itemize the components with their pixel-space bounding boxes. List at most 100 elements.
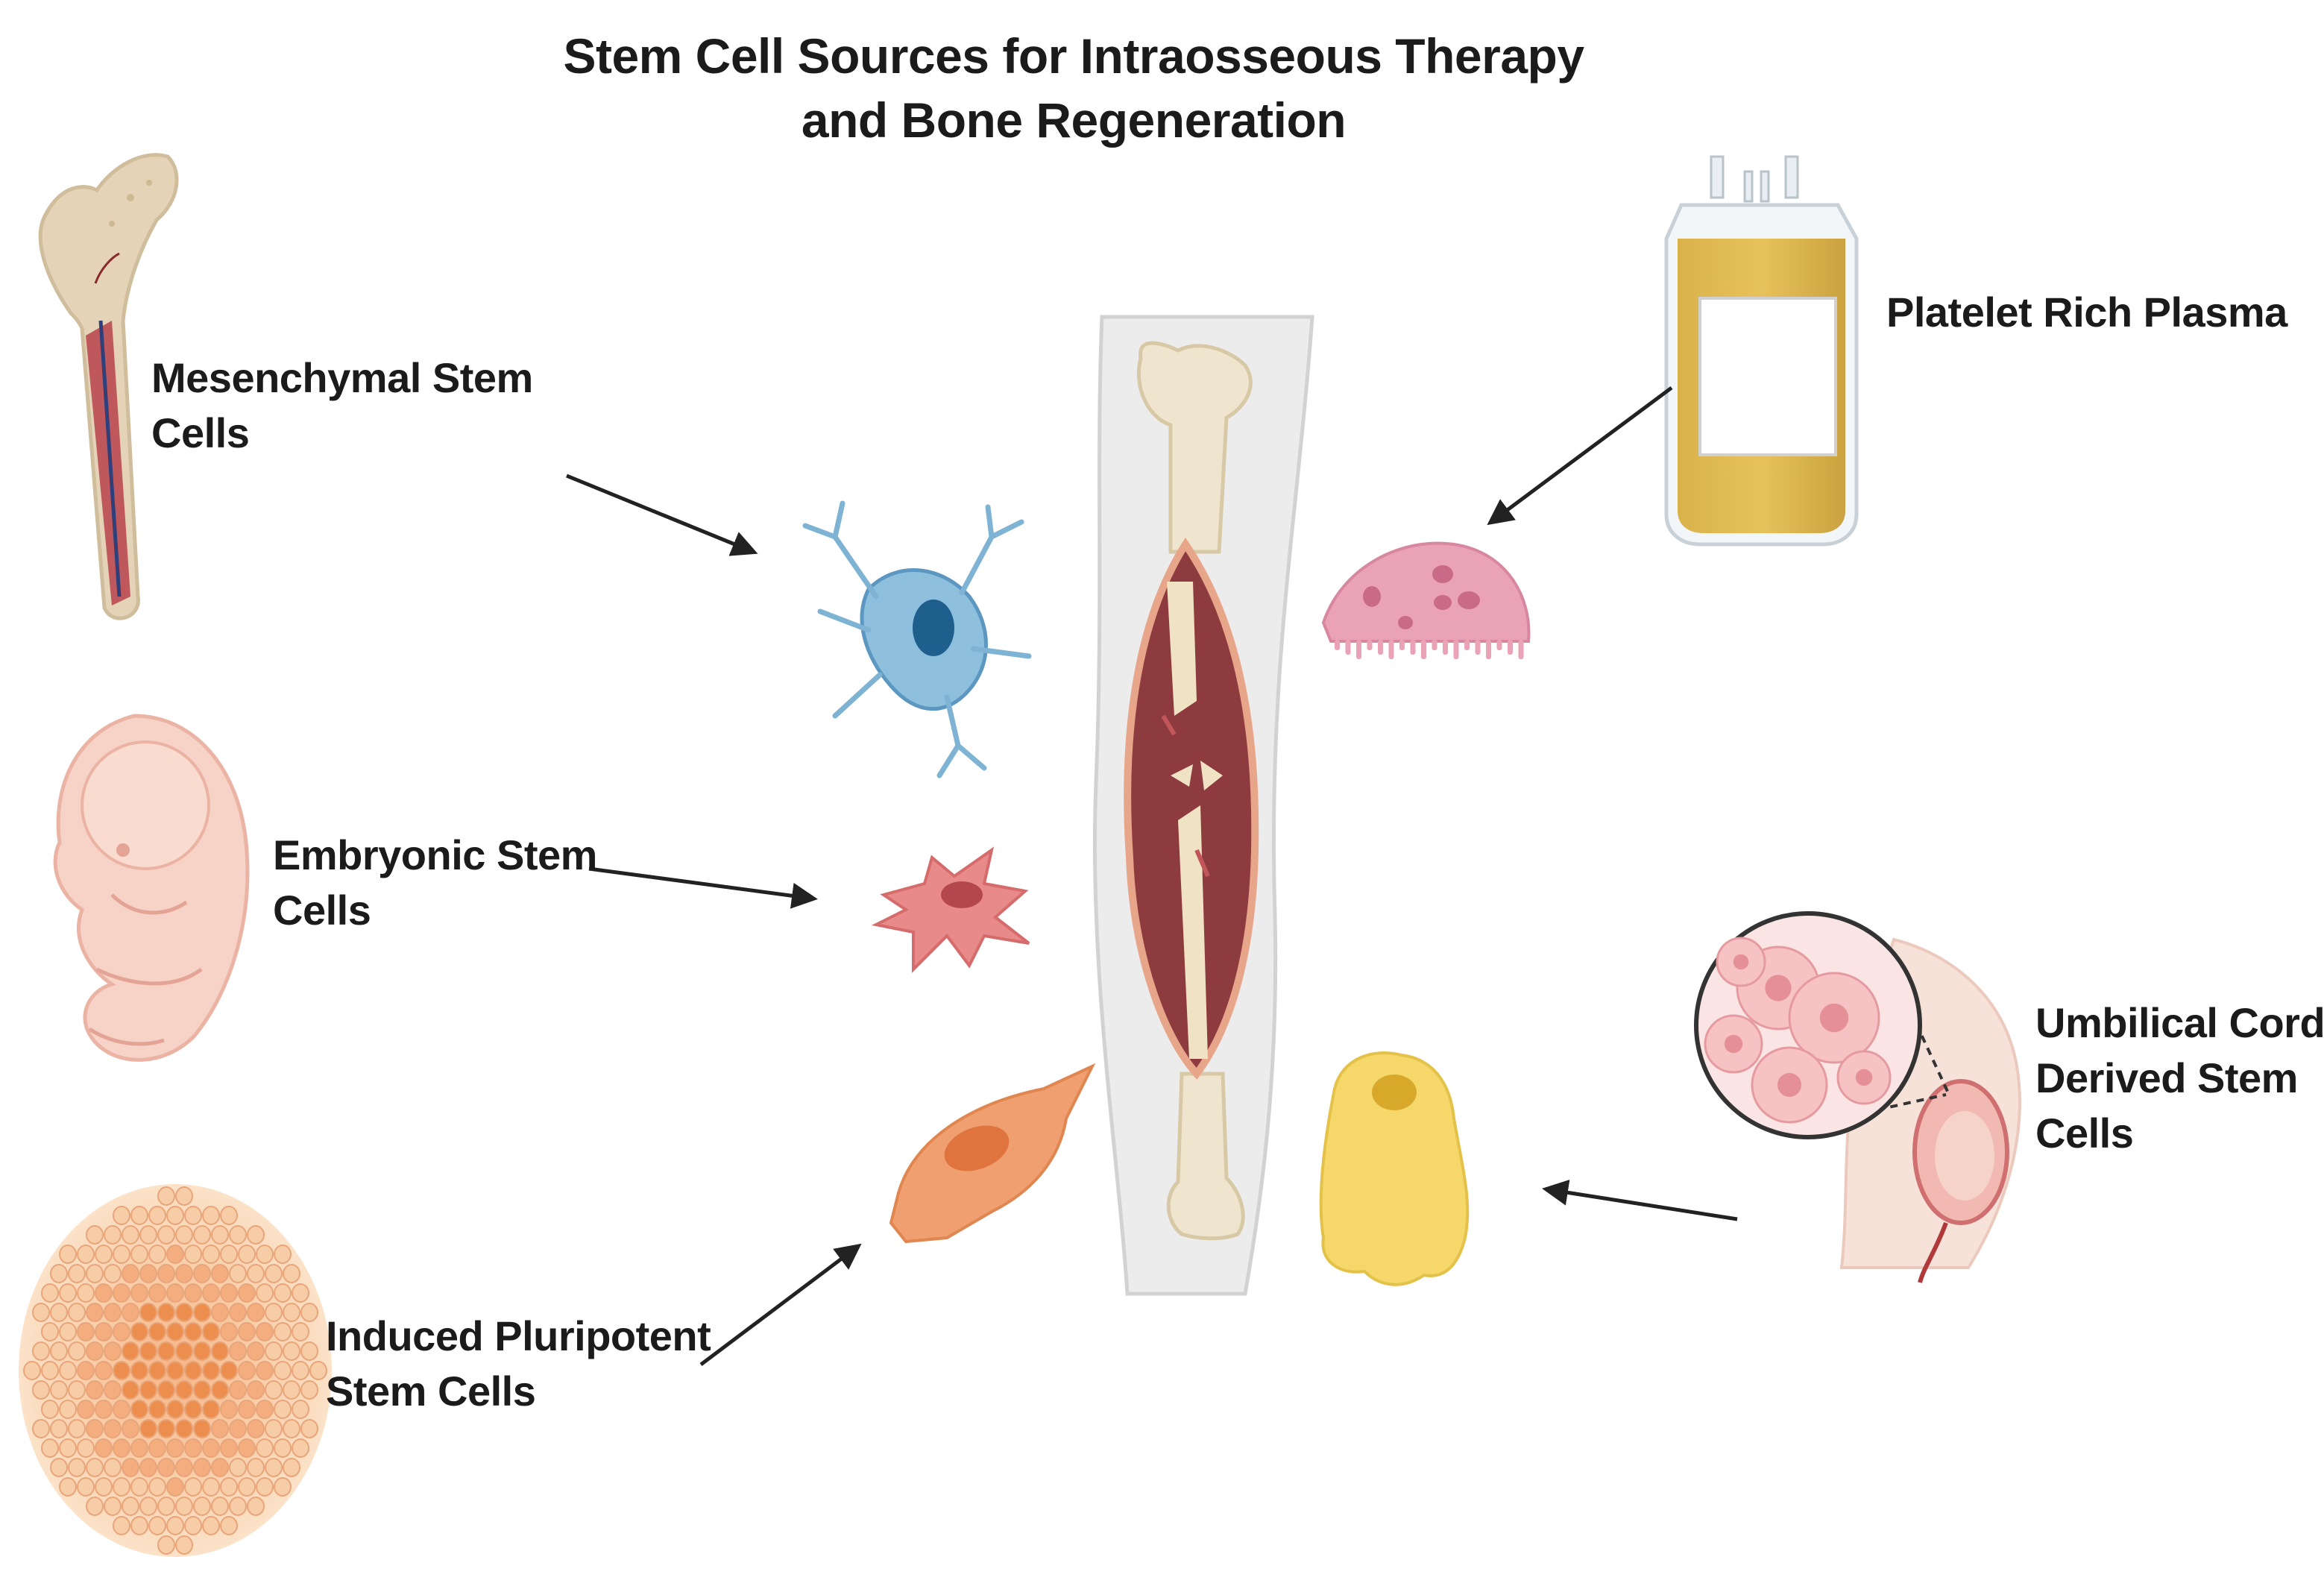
colony-cell — [256, 1438, 274, 1458]
colony-cell — [130, 1206, 148, 1225]
pregnancy-icon — [1694, 911, 2021, 1283]
platelet-fringe-tip — [1335, 640, 1340, 650]
colony-cell — [86, 1264, 104, 1283]
colony-cell — [104, 1264, 122, 1283]
zoomed-cell-nucleus — [1777, 1073, 1801, 1097]
colony-cell — [283, 1380, 300, 1400]
colony-cell — [77, 1400, 95, 1419]
colony-cell — [113, 1400, 130, 1419]
colony-cell — [300, 1303, 318, 1322]
colony-cell — [283, 1458, 300, 1477]
colony-cell — [148, 1516, 166, 1535]
colony-cell — [175, 1225, 193, 1245]
colony-cell — [148, 1477, 166, 1497]
platelet-fringe-tip — [1508, 640, 1513, 655]
colony-cell — [166, 1400, 184, 1419]
colony-cell — [86, 1380, 104, 1400]
colony-cell — [184, 1283, 202, 1303]
colony-cell — [86, 1341, 104, 1361]
colony-cell — [220, 1438, 238, 1458]
colony-cell — [130, 1361, 148, 1380]
platelet-fringe-tip — [1367, 640, 1373, 650]
colony-cell — [139, 1225, 157, 1245]
platelet-fringe-tip — [1388, 640, 1394, 659]
colony-cell — [41, 1400, 59, 1419]
colony-cell — [166, 1516, 184, 1535]
colony-cell — [32, 1419, 50, 1438]
platelet-fringe-tip — [1518, 640, 1524, 659]
colony-cell — [122, 1225, 139, 1245]
colony-cell — [220, 1283, 238, 1303]
colony-cell — [122, 1497, 139, 1516]
colony-cell — [300, 1419, 318, 1438]
colony-cell — [184, 1361, 202, 1380]
colony-cell — [211, 1225, 229, 1245]
colony-cell — [59, 1361, 77, 1380]
colony-cell — [229, 1303, 247, 1322]
colony-cell — [166, 1438, 184, 1458]
colony-cell — [59, 1283, 77, 1303]
colony-cell — [211, 1458, 229, 1477]
colony-cell — [309, 1361, 327, 1380]
colony-cell — [41, 1283, 59, 1303]
colony-cell — [166, 1322, 184, 1341]
colony-cell — [175, 1264, 193, 1283]
colony-cell — [220, 1516, 238, 1535]
colony-cell — [274, 1322, 292, 1341]
platelet-fringe-tip — [1496, 640, 1502, 650]
colony-cell — [292, 1322, 309, 1341]
colony-cell — [175, 1458, 193, 1477]
label-prp: Platelet Rich Plasma — [1886, 289, 2287, 336]
colony-cell — [104, 1341, 122, 1361]
colony-cell — [202, 1322, 220, 1341]
colony-cell — [68, 1380, 86, 1400]
colony-cell — [157, 1497, 175, 1516]
colony-cell — [130, 1438, 148, 1458]
colony-cell — [202, 1245, 220, 1264]
colony-cell — [175, 1303, 193, 1322]
colony-cell — [139, 1458, 157, 1477]
platelet-cell-icon — [1321, 541, 1531, 659]
platelet-fringe-tip — [1356, 640, 1361, 659]
colony-cell — [32, 1380, 50, 1400]
colony-cell — [139, 1303, 157, 1322]
colony-cell — [247, 1303, 265, 1322]
colony-cell — [104, 1380, 122, 1400]
colony-cell — [274, 1283, 292, 1303]
mesenchymal-cell-icon — [802, 500, 1032, 778]
colony-cell — [300, 1380, 318, 1400]
colony-cell — [184, 1245, 202, 1264]
colony-cell — [157, 1419, 175, 1438]
colony-cell — [238, 1322, 256, 1341]
colony-cell — [95, 1477, 113, 1497]
colony-cell — [77, 1283, 95, 1303]
colony-cell — [184, 1322, 202, 1341]
colony-cell — [104, 1225, 122, 1245]
colony-cell — [68, 1419, 86, 1438]
colony-cell — [202, 1206, 220, 1225]
colony-cell — [220, 1477, 238, 1497]
colony-cell — [139, 1380, 157, 1400]
colony-cell — [202, 1438, 220, 1458]
colony-cell — [265, 1341, 283, 1361]
colony-cell — [41, 1322, 59, 1341]
colony-cell — [166, 1245, 184, 1264]
fractured-leg-icon — [1092, 315, 1314, 1296]
colony-cell — [220, 1245, 238, 1264]
colony-cell — [122, 1380, 139, 1400]
colony-cell — [68, 1303, 86, 1322]
colony-cell — [95, 1361, 113, 1380]
colony-cell — [166, 1477, 184, 1497]
embryonic-cell-icon — [871, 846, 1030, 973]
colony-cell — [211, 1303, 229, 1322]
colony-cell — [59, 1245, 77, 1264]
platelet-fringe-tip — [1464, 640, 1470, 650]
colony-cell — [238, 1438, 256, 1458]
colony-cell — [274, 1477, 292, 1497]
colony-cell — [175, 1380, 193, 1400]
colony-cell — [148, 1361, 166, 1380]
colony-cell — [95, 1438, 113, 1458]
colony-cell — [41, 1361, 59, 1380]
